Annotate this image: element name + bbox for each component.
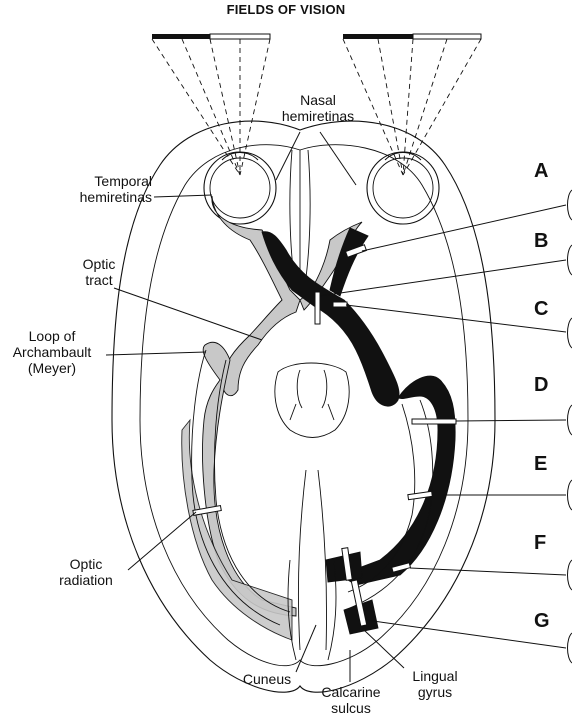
lesion-bar-e [407, 490, 433, 501]
lesion-bar-d [411, 418, 457, 425]
occipital-medial [287, 469, 337, 661]
label-leaders [105, 131, 405, 682]
right-visual-field-bar [343, 33, 482, 40]
brain-outline [111, 120, 496, 693]
radiation-outlines [191, 349, 434, 626]
lesion-letter-c: C [534, 298, 549, 320]
label-loop-of-archambault: Loop of Archambault (Meyer) [12, 328, 92, 376]
label-temporal-hemiretinas: Temporal hemiretinas [79, 173, 152, 205]
lesion-letter-g: G [534, 610, 550, 632]
lesion-bar-b [314, 291, 321, 325]
label-lingual-gyrus: Lingual gyrus [412, 668, 458, 700]
left-visual-field-bar [152, 33, 271, 40]
lesion-letter-e: E [534, 453, 548, 475]
lesion-bar-optic-radiation [192, 505, 222, 516]
lesion-bar-f [391, 562, 412, 573]
lesion-letter-f: F [534, 532, 547, 554]
label-nasal-hemiretinas: Nasal hemiretinas [281, 92, 355, 124]
lesion-letter-a: A [534, 160, 549, 182]
brain-inner-outline [139, 144, 469, 667]
lesion-letter-d: D [534, 374, 549, 396]
lesion-bar-a [344, 244, 368, 258]
lesion-bar-g [350, 579, 368, 627]
lesion-marks [192, 244, 457, 627]
label-calcarine-sulcus: Calcarine sulcus [321, 684, 381, 716]
lesion-bar-c [332, 301, 348, 308]
label-optic-radiation: Optic radiation [59, 556, 113, 588]
lesion-letter-b: B [534, 230, 549, 252]
label-cuneus: Cuneus [242, 671, 292, 687]
label-optic-tract: Optic tract [82, 256, 116, 288]
right-eye [366, 151, 440, 225]
midbrain [274, 362, 350, 438]
edge-arcs [567, 189, 572, 664]
left-sight-lines [151, 38, 271, 176]
diagram-title: FIELDS OF VISION [226, 2, 346, 17]
leader-lines [319, 204, 567, 649]
lesion-bar-calcarine [341, 547, 353, 581]
left-eye [203, 151, 277, 225]
